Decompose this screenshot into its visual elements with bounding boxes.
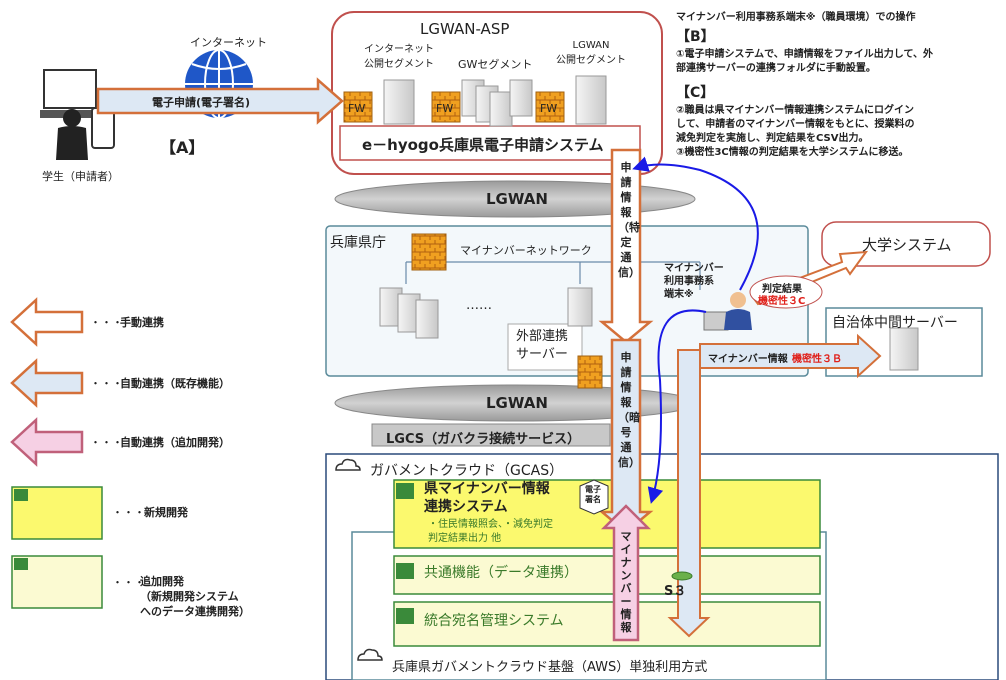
vertical-text-top: 申請情報（特定通信） xyxy=(618,161,640,279)
segment-gw: GWセグメント xyxy=(458,58,533,71)
pref-dots: …… xyxy=(466,298,492,313)
judgment-callout xyxy=(749,275,823,309)
integrated-address-box xyxy=(393,601,821,647)
mynumber-info-label: マイナンバー情報 xyxy=(708,354,788,365)
fw-label-1: FW xyxy=(348,102,366,115)
pref-firewall-top xyxy=(411,233,447,271)
small-cloud-icons xyxy=(396,483,414,624)
mynumber-network: マイナンバーネットワーク xyxy=(460,244,592,257)
legend-dots-2: ・・・ xyxy=(90,377,123,390)
gcas-label: ガバメントクラウド（GCAS） xyxy=(370,463,564,479)
e-signature-label: 電子 署名 xyxy=(585,485,601,504)
legend-dots-5: ・・・ xyxy=(112,576,145,589)
internet-label: インターネット xyxy=(190,36,267,49)
integrated-address-label: 統合宛名管理システム xyxy=(424,613,564,629)
vertical-arrow-up xyxy=(600,504,652,642)
lgcs-box xyxy=(371,423,611,447)
cloud-icon xyxy=(335,458,383,661)
label-A: 【A】 xyxy=(160,138,205,157)
segment-lgwan: LGWAN 公開セグメント xyxy=(556,40,626,66)
external-server-box xyxy=(507,323,583,371)
s3-label: S３ xyxy=(664,584,687,599)
fw-label-2: FW xyxy=(436,102,454,115)
legend-dots-1: ・・・ xyxy=(90,316,123,329)
e-hyogo-box xyxy=(339,125,641,161)
e-signature-hex xyxy=(579,479,609,515)
municipal-server-label: 自治体中間サーバー xyxy=(832,315,958,331)
e-hyogo-title: e－hyogo兵庫県電子申請システム xyxy=(362,136,604,154)
external-server-label: 外部連携 サーバー xyxy=(516,329,569,362)
confidentiality-3c: 機密性３C xyxy=(758,296,806,307)
legend-label-new-dev: 新規開発 xyxy=(144,506,188,519)
common-function-label: 共通機能（データ連携） xyxy=(424,565,578,581)
lgwan-label-top: LGWAN xyxy=(486,190,548,208)
pref-servers xyxy=(379,287,593,339)
legend-dots-4: ・・・ xyxy=(112,506,145,519)
fw-bricks xyxy=(343,91,565,123)
e-application-arrow xyxy=(96,77,344,125)
lgwan-asp-title: LGWAN-ASP xyxy=(420,20,510,38)
legend-label-manual: 手動連携 xyxy=(120,316,164,329)
pref-firewall-bottom xyxy=(577,355,603,389)
common-function-box xyxy=(393,555,821,595)
fw-label-3: FW xyxy=(540,102,558,115)
legend-arrows xyxy=(10,297,103,609)
operations-C-text: ②職員は県マイナンバー情報連携システムにログイン して、申請者のマイナンバー情報… xyxy=(676,105,915,158)
judgment-label: 判定結果 xyxy=(762,284,802,295)
hyogo-title: 兵庫県庁 xyxy=(330,235,386,251)
university-label: 大学システム xyxy=(862,236,952,254)
network-lines xyxy=(405,261,701,290)
terminal-label: マイナンバー 利用事務系 端末※ xyxy=(664,263,724,300)
staff-terminal-icon xyxy=(703,292,752,331)
vertical-text-up: マイナンバー情報 xyxy=(620,530,632,634)
ken-mynumber-details: ・住民情報照会、・減免判定 判定結果出力 他 xyxy=(428,519,553,544)
e-application-label: 電子申請(電子署名) xyxy=(152,96,251,109)
segment-internet: インターネット 公開セグメント xyxy=(364,44,434,70)
s3-bucket-icon xyxy=(671,571,693,581)
asp-servers xyxy=(383,75,607,127)
legend-label-add-dev: 追加開発 （新規開発システム へのデータ連携開発） xyxy=(140,575,250,618)
municipal-server-icon xyxy=(889,327,919,371)
vertical-arrow-s3 xyxy=(667,349,711,638)
operations-C-label: 【C】 xyxy=(676,85,715,101)
confidentiality-3b: 機密性３Ｂ xyxy=(792,354,842,365)
blue-arrow-to-ehyogo xyxy=(632,156,759,291)
blue-arrow-to-ken xyxy=(647,309,707,504)
lgcs-label: LGCS（ガバクラ接続サービス） xyxy=(386,432,581,447)
lgwan-label-bottom: LGWAN xyxy=(486,394,548,412)
operations-B-text: ①電子申請システムで、申請情報をファイル出力して、外 部連携サーバーの連携フォル… xyxy=(676,49,933,74)
operations-B-label: 【B】 xyxy=(676,29,715,45)
legend-label-auto-added: 自動連携（追加開発） xyxy=(120,436,230,449)
student-label: 学生（申請者） xyxy=(42,170,119,183)
vertical-arrow-top xyxy=(598,148,654,344)
aws-label: 兵庫県ガバメントクラウド基盤（AWS）単独利用方式 xyxy=(392,660,708,675)
student-pc-icon xyxy=(40,69,115,160)
legend-dots-3: ・・・ xyxy=(90,436,123,449)
mynumber-info-arrow xyxy=(699,333,882,379)
legend-label-auto-existing: 自動連携（既存機能） xyxy=(120,377,230,390)
operations-heading: マイナンバー利用事務系端末※（職員環境）での操作 xyxy=(676,12,916,23)
vertical-text-mid: 申請情報（暗号通信） xyxy=(618,351,640,469)
ken-mynumber-title: 県マイナンバー情報 連携システム xyxy=(424,481,550,515)
lgwan-ellipse-top xyxy=(334,180,696,218)
